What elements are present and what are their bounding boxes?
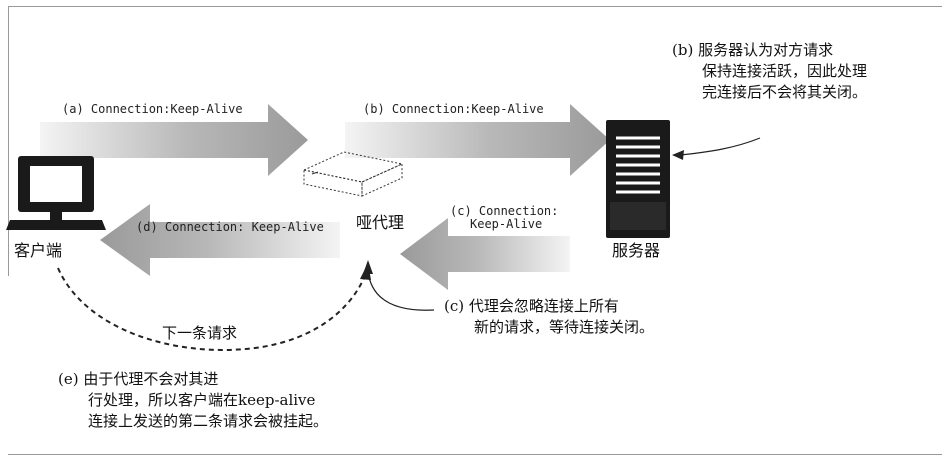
- frame-left-border: [8, 6, 9, 276]
- note-e-line: 行处理，所以客户端在keep-alive: [88, 391, 316, 409]
- arrow-a-label: (a) Connection:Keep-Alive: [62, 102, 243, 116]
- arrow-c: [400, 218, 570, 290]
- note-c-line: (c) 代理会忽略连接上所有: [444, 297, 619, 315]
- server-icon: [606, 120, 670, 238]
- note-e: (e) 由于代理不会对其进 行处理，所以客户端在keep-alive 连接上发送…: [58, 369, 328, 432]
- note-c-line: 新的请求，等待连接关闭。: [474, 318, 655, 336]
- arrow-a: [40, 104, 308, 176]
- diagram-frame: [8, 6, 942, 455]
- note-e-line: 连接上发送的第二条请求会被挂起。: [88, 412, 329, 430]
- note-b-line: (b) 服务器认为对方请求: [672, 41, 834, 59]
- note-b-line: 保持连接活跃，因此处理: [702, 62, 868, 80]
- arrow-d-label: (d) Connection: Keep-Alive: [136, 220, 324, 234]
- next-request-label: 下一条请求: [162, 324, 238, 342]
- note-b-pointer: [679, 137, 761, 156]
- computer-icon: [6, 156, 106, 230]
- arrow-c-label-line2: Keep-Alive: [470, 217, 543, 231]
- client-label: 客户端: [14, 241, 63, 260]
- arrow-b-label: (b) Connection:Keep-Alive: [363, 102, 544, 116]
- note-b-line: 完连接后不会将其关闭。: [702, 83, 868, 101]
- note-b: (b) 服务器认为对方请求 保持连接活跃，因此处理 完连接后不会将其关闭。: [672, 40, 867, 103]
- note-c-pointer: [367, 271, 435, 311]
- note-c: (c) 代理会忽略连接上所有 新的请求，等待连接关闭。: [444, 296, 654, 338]
- server-label: 服务器: [612, 241, 661, 260]
- next-request-curve: [57, 267, 366, 351]
- note-e-line: (e) 由于代理不会对其进: [58, 370, 219, 388]
- arrow-b: [345, 104, 610, 176]
- arrow-c-label-line1: (c) Connection:: [450, 204, 559, 218]
- arrow-d: [100, 204, 340, 276]
- proxy-box-icon: [302, 151, 404, 197]
- proxy-label: 哑代理: [356, 213, 405, 232]
